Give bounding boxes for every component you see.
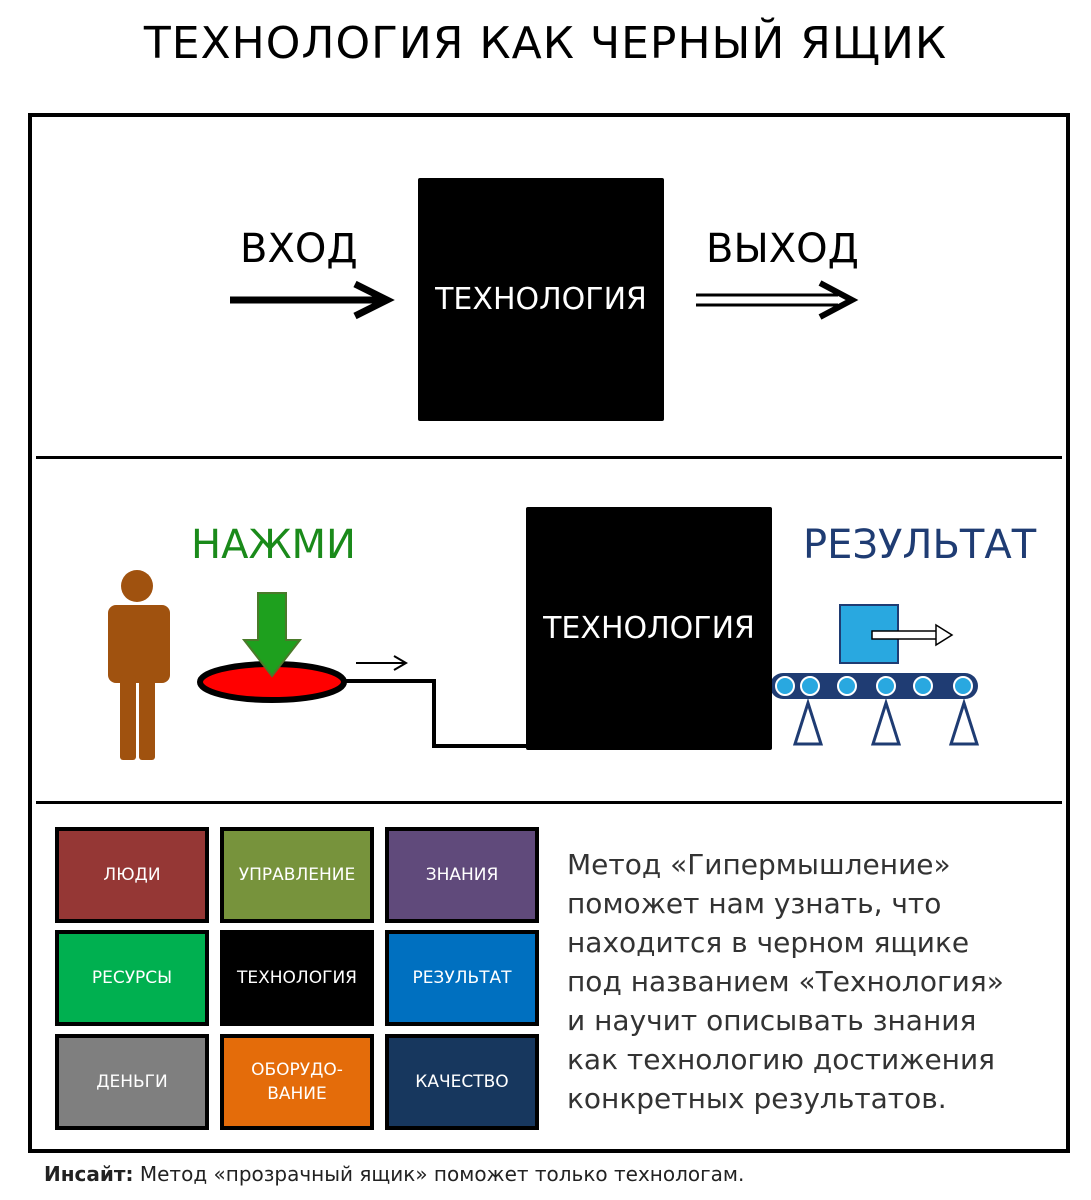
output-label: ВЫХОД [706,226,859,272]
method-line: конкретных результатов. [567,1082,947,1115]
method-line: и научит описывать знания [567,1004,977,1037]
method-line: находится в черном ящике [567,926,970,959]
method-line: под названием «Технология» [567,965,1004,998]
insight-text: Метод «прозрачный ящик» поможет только т… [139,1162,745,1186]
technology-black-box: ТЕХНОЛОГИЯ [418,178,664,421]
package-icon [839,604,954,664]
panel-divider-1 [36,456,1062,459]
method-line: Метод «Гипермышление» [567,848,951,881]
category-tile: РЕСУРСЫ [55,930,209,1026]
method-description: Метод «Гипермышление» поможет нам узнать… [567,845,1047,1118]
diagram-frame [28,113,1070,1153]
category-tile: ТЕХНОЛОГИЯ [220,930,374,1026]
result-label: РЕЗУЛЬТАТ [803,522,1037,568]
wire-line [344,679,528,748]
page-title: ТЕХНОЛОГИЯ КАК ЧЕРНЫЙ ЯЩИК [143,18,948,69]
category-tile: КАЧЕСТВО [385,1034,539,1130]
technology-box-label-2: ТЕХНОЛОГИЯ [543,611,755,646]
input-arrow-icon [230,280,395,320]
press-label: НАЖМИ [191,522,356,568]
category-tile: ДЕНЬГИ [55,1034,209,1130]
method-line: как технологию достижения [567,1043,996,1076]
conveyor-icon [770,673,980,746]
insight-label: Инсайт: [44,1162,134,1186]
press-arrow-icon [241,592,303,678]
technology-box-label: ТЕХНОЛОГИЯ [435,282,647,317]
insight-footer: Инсайт: Метод «прозрачный ящик» поможет … [44,1162,744,1186]
person-icon [108,570,170,760]
category-tile: УПРАВЛЕНИЕ [220,827,374,923]
input-label: ВХОД [240,226,358,272]
category-tile: ЗНАНИЯ [385,827,539,923]
category-tile: ОБОРУДО- ВАНИЕ [220,1034,374,1130]
panel-divider-2 [36,801,1062,804]
signal-arrow-icon [356,655,408,671]
category-tile: ЛЮДИ [55,827,209,923]
output-arrow-icon [696,280,859,320]
technology-black-box-2: ТЕХНОЛОГИЯ [526,507,772,750]
method-line: поможет нам узнать, что [567,887,942,920]
category-tile: РЕЗУЛЬТАТ [385,930,539,1026]
